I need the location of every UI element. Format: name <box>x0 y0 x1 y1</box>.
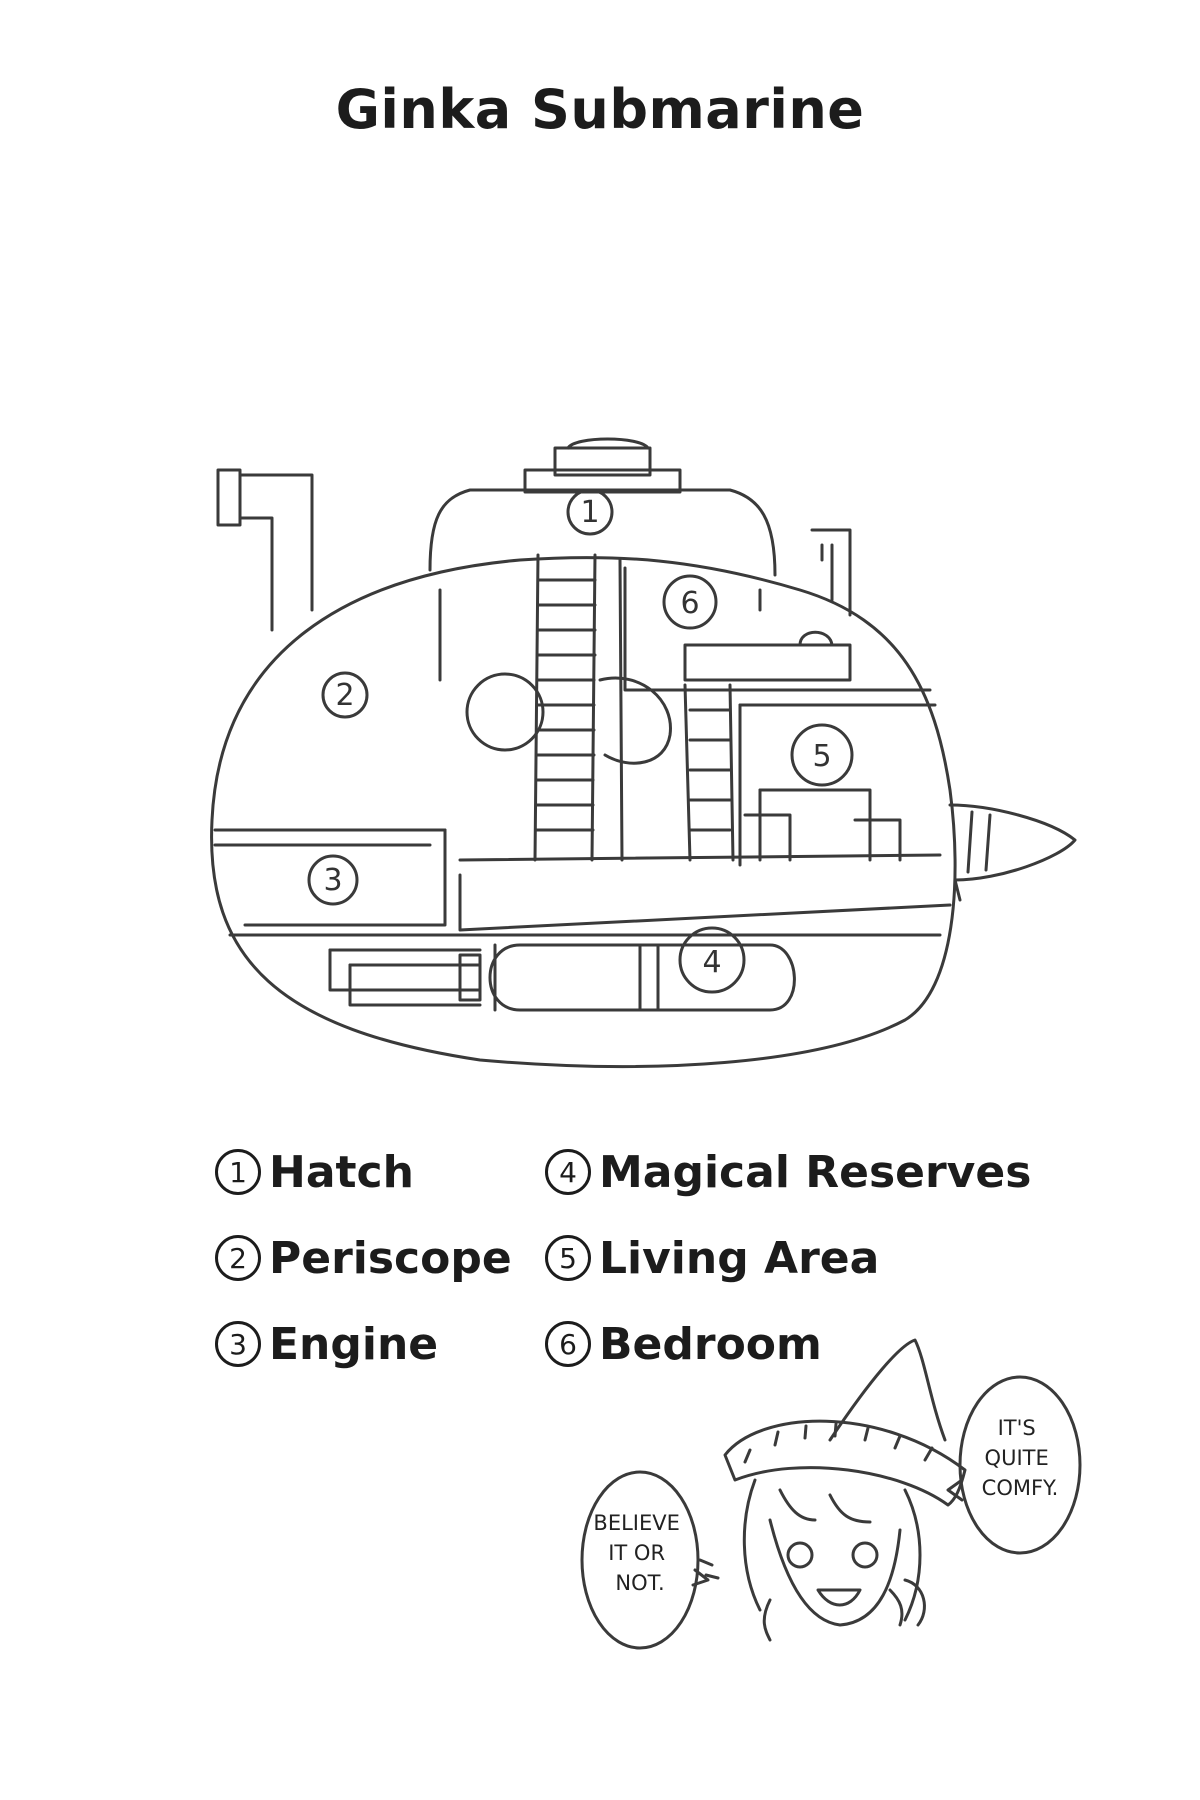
ladder-drawing <box>533 553 624 862</box>
periscope-drawing <box>216 468 314 632</box>
magical-reserves-drawing <box>328 943 796 1012</box>
legend-item-hatch: 1 Hatch <box>215 1140 545 1204</box>
diagram-label-1: 1 <box>580 495 599 530</box>
legend-number: 2 <box>215 1235 261 1281</box>
hatch-tower-drawing <box>428 437 777 682</box>
legend-item-magical-reserves: 4 Magical Reserves <box>545 1140 1045 1204</box>
legend-label: Living Area <box>599 1232 880 1284</box>
diagram-label-2: 2 <box>335 678 354 713</box>
tail-drawing <box>948 803 1077 902</box>
bedroom-drawing <box>623 566 932 862</box>
legend-number: 6 <box>545 1321 591 1367</box>
legend-item-periscope: 2 Periscope <box>215 1226 545 1290</box>
legend-number: 1 <box>215 1149 261 1195</box>
legend-label: Bedroom <box>599 1318 822 1370</box>
legend-number: 4 <box>545 1149 591 1195</box>
speech-right-line-3: COMFY. <box>982 1476 1059 1500</box>
porthole-left-drawing <box>465 672 545 752</box>
speech-left-line-2: IT OR <box>608 1541 665 1565</box>
speech-right-line-1: IT'S <box>998 1416 1036 1440</box>
speech-right-line-2: QUITE <box>985 1446 1049 1470</box>
diagram-label-3: 3 <box>323 863 342 898</box>
diagram-number-labels: 1 2 3 4 5 6 <box>307 488 854 994</box>
legend-item-engine: 3 Engine <box>215 1312 545 1376</box>
mast-drawing <box>810 528 852 617</box>
legend-label: Hatch <box>269 1146 414 1198</box>
speech-bubble-left: BELIEVE IT OR NOT. <box>593 1511 686 1595</box>
legend: 1 Hatch 4 Magical Reserves 2 Periscope 5… <box>215 1140 1115 1376</box>
legend-item-bedroom: 6 Bedroom <box>545 1312 1045 1376</box>
living-area-drawing <box>738 703 937 867</box>
legend-label: Periscope <box>269 1232 512 1284</box>
legend-number: 5 <box>545 1235 591 1281</box>
legend-item-living-area: 5 Living Area <box>545 1226 1045 1290</box>
hull-drawing <box>210 556 957 1069</box>
character-illustration <box>580 1338 1082 1650</box>
diagram-label-5: 5 <box>812 739 831 774</box>
legend-number: 3 <box>215 1321 261 1367</box>
speech-left-line-1: BELIEVE <box>593 1511 679 1535</box>
porthole-right-drawing <box>598 676 672 765</box>
legend-label: Magical Reserves <box>599 1146 1032 1198</box>
speech-bubble-right: IT'S QUITE COMFY. <box>982 1416 1059 1500</box>
diagram-label-4: 4 <box>702 945 721 980</box>
mid-deck-drawing <box>213 828 952 937</box>
speech-left-line-3: NOT. <box>615 1571 664 1595</box>
legend-label: Engine <box>269 1318 439 1370</box>
diagram-label-6: 6 <box>680 586 699 621</box>
page-title: Ginka Submarine <box>335 78 865 141</box>
